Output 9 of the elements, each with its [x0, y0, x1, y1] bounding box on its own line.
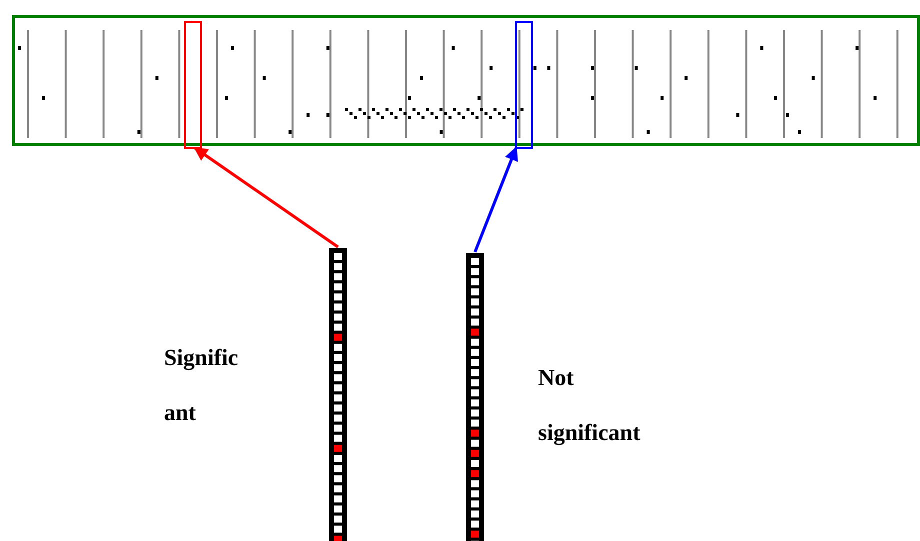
highlight-box — [184, 21, 202, 149]
arrow — [474, 146, 518, 253]
arrow — [194, 146, 339, 248]
significance-label: Signific ant — [164, 344, 240, 427]
significance-label: Not significant — [538, 364, 642, 448]
sequence-strip-drawing — [466, 253, 484, 541]
highlight-box — [515, 21, 533, 149]
raster-plot-drawing — [12, 15, 920, 146]
sequence-strip-drawing — [329, 248, 347, 541]
